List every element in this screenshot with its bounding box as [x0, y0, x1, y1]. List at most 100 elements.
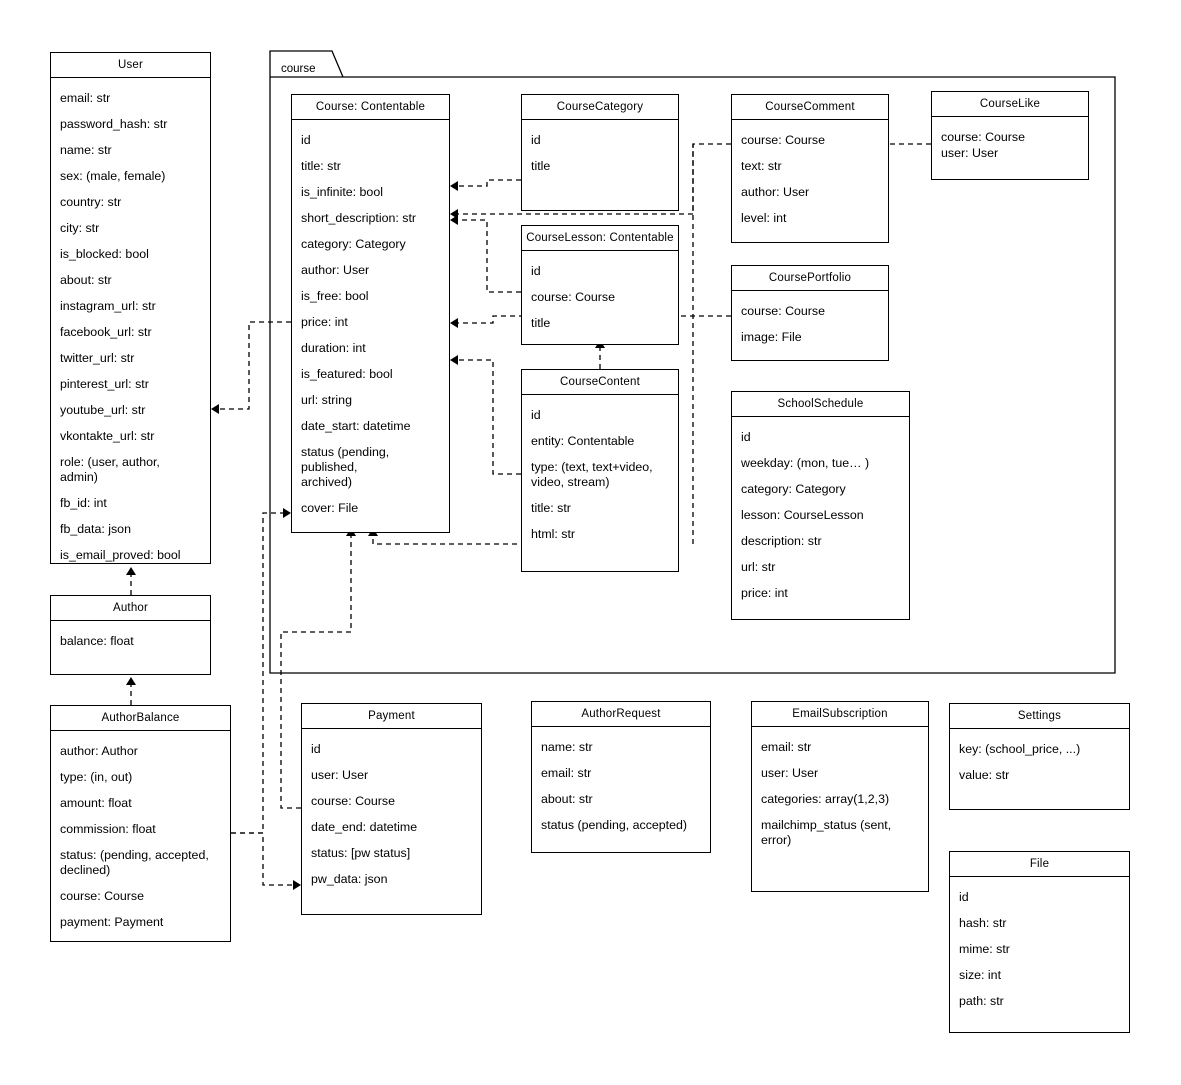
connector-author-balance-to-course — [231, 508, 291, 834]
class-attribute: is_infinite: bool — [301, 185, 383, 199]
class-attribute: instagram_url: str — [60, 299, 156, 313]
class-attribute: course: Course — [311, 794, 396, 808]
class-attribute: youtube_url: str — [60, 403, 146, 417]
class-attribute: short_description: str — [301, 211, 417, 225]
class-attribute: category: Category — [301, 237, 406, 251]
class-attribute: amount: float — [60, 796, 132, 810]
class-attribute: status (pending, published, archived) — [301, 445, 390, 489]
class-attribute: about: str — [60, 273, 112, 287]
class-attribute: password_hash: str — [60, 117, 168, 131]
class-attribute: weekday: (mon, tue… ) — [741, 456, 870, 470]
class-name-course-category: CourseCategory — [522, 95, 678, 120]
class-attribute: title — [531, 159, 551, 173]
class-attribute: url: str — [741, 560, 776, 574]
class-attribute: balance: float — [60, 634, 134, 648]
class-attribute: pw_data: json — [311, 872, 388, 886]
class-attribute: status: [pw status] — [311, 846, 411, 860]
class-attribute: duration: int — [301, 341, 366, 355]
class-attribute: author: User — [301, 263, 370, 277]
connector-author-balance-to-payment — [231, 832, 301, 890]
class-attribute: payment: Payment — [60, 915, 164, 929]
class-attribute: id — [311, 742, 321, 756]
class-attribute: description: str — [741, 534, 822, 548]
class-attribute: about: str — [541, 792, 593, 806]
connector-arrowhead — [450, 355, 458, 365]
class-name-course-lesson: CourseLesson: Contentable — [522, 226, 678, 251]
class-name-author-balance: AuthorBalance — [51, 706, 230, 731]
class-attribute: fb_data: json — [60, 522, 131, 536]
connector-arrowhead — [126, 567, 136, 575]
class-box-author[interactable]: Author balance: float — [50, 595, 211, 675]
class-name-author: Author — [51, 596, 210, 621]
class-attribute: twitter_url: str — [60, 351, 135, 365]
class-attribute: role: (user, author, admin) — [60, 455, 164, 484]
class-attribute: title — [531, 316, 551, 330]
connector-arrowhead — [283, 508, 291, 518]
package-boundary — [269, 50, 1116, 674]
class-attribute: path: str — [959, 994, 1004, 1008]
class-name-file: File — [950, 852, 1129, 877]
class-attribute: html: str — [531, 527, 576, 541]
connector-arrowhead — [450, 318, 458, 328]
class-attribute: cover: File — [301, 501, 359, 515]
class-name-payment: Payment — [302, 704, 481, 729]
class-attribute: mailchimp_status (sent, error) — [761, 818, 895, 847]
class-box-course-category[interactable]: CourseCategory id title — [521, 94, 679, 211]
connector-arrowhead — [450, 181, 458, 191]
class-attribute: mime: str — [959, 942, 1010, 956]
connector-course-content-to-course — [450, 355, 521, 475]
class-attribute: id — [531, 408, 541, 422]
class-name-course-like: CourseLike — [932, 92, 1088, 117]
class-name-settings: Settings — [950, 704, 1129, 729]
class-attribute: status (pending, accepted) — [541, 818, 688, 832]
package-label: course — [281, 63, 316, 75]
class-attribute: size: int — [959, 968, 1002, 982]
class-attribute: level: int — [741, 211, 787, 225]
class-attribute: fb_id: int — [60, 496, 107, 510]
connector-arrowhead — [211, 404, 219, 414]
class-attribute: name: str — [60, 143, 112, 157]
connector-line — [231, 832, 294, 886]
class-attribute: category: Category — [741, 482, 846, 496]
class-attribute: title: str — [531, 501, 571, 515]
connector-user-to-course — [211, 321, 291, 414]
class-attribute: price: int — [741, 586, 788, 600]
class-attribute: city: str — [60, 221, 100, 235]
class-attribute: id — [531, 133, 541, 147]
class-attribute: id — [301, 133, 311, 147]
class-attribute: categories: array(1,2,3) — [761, 792, 890, 806]
class-attribute: text: str — [741, 159, 782, 173]
class-attribute: date_start: datetime — [301, 419, 411, 433]
class-attribute: title: str — [301, 159, 341, 173]
connector-author-balance-to-author — [126, 677, 136, 705]
class-attribute: sex: (male, female) — [60, 169, 166, 183]
class-attribute: date_end: datetime — [311, 820, 418, 834]
class-attribute: course: Course — [531, 290, 616, 304]
class-attribute: name: str — [541, 740, 593, 754]
class-attribute: type: (text, text+video, video, stream) — [531, 460, 653, 489]
class-name-course-comment: CourseComment — [732, 95, 888, 120]
class-attribute: is_email_proved: bool — [60, 548, 181, 562]
class-attribute: commission: float — [60, 822, 156, 836]
